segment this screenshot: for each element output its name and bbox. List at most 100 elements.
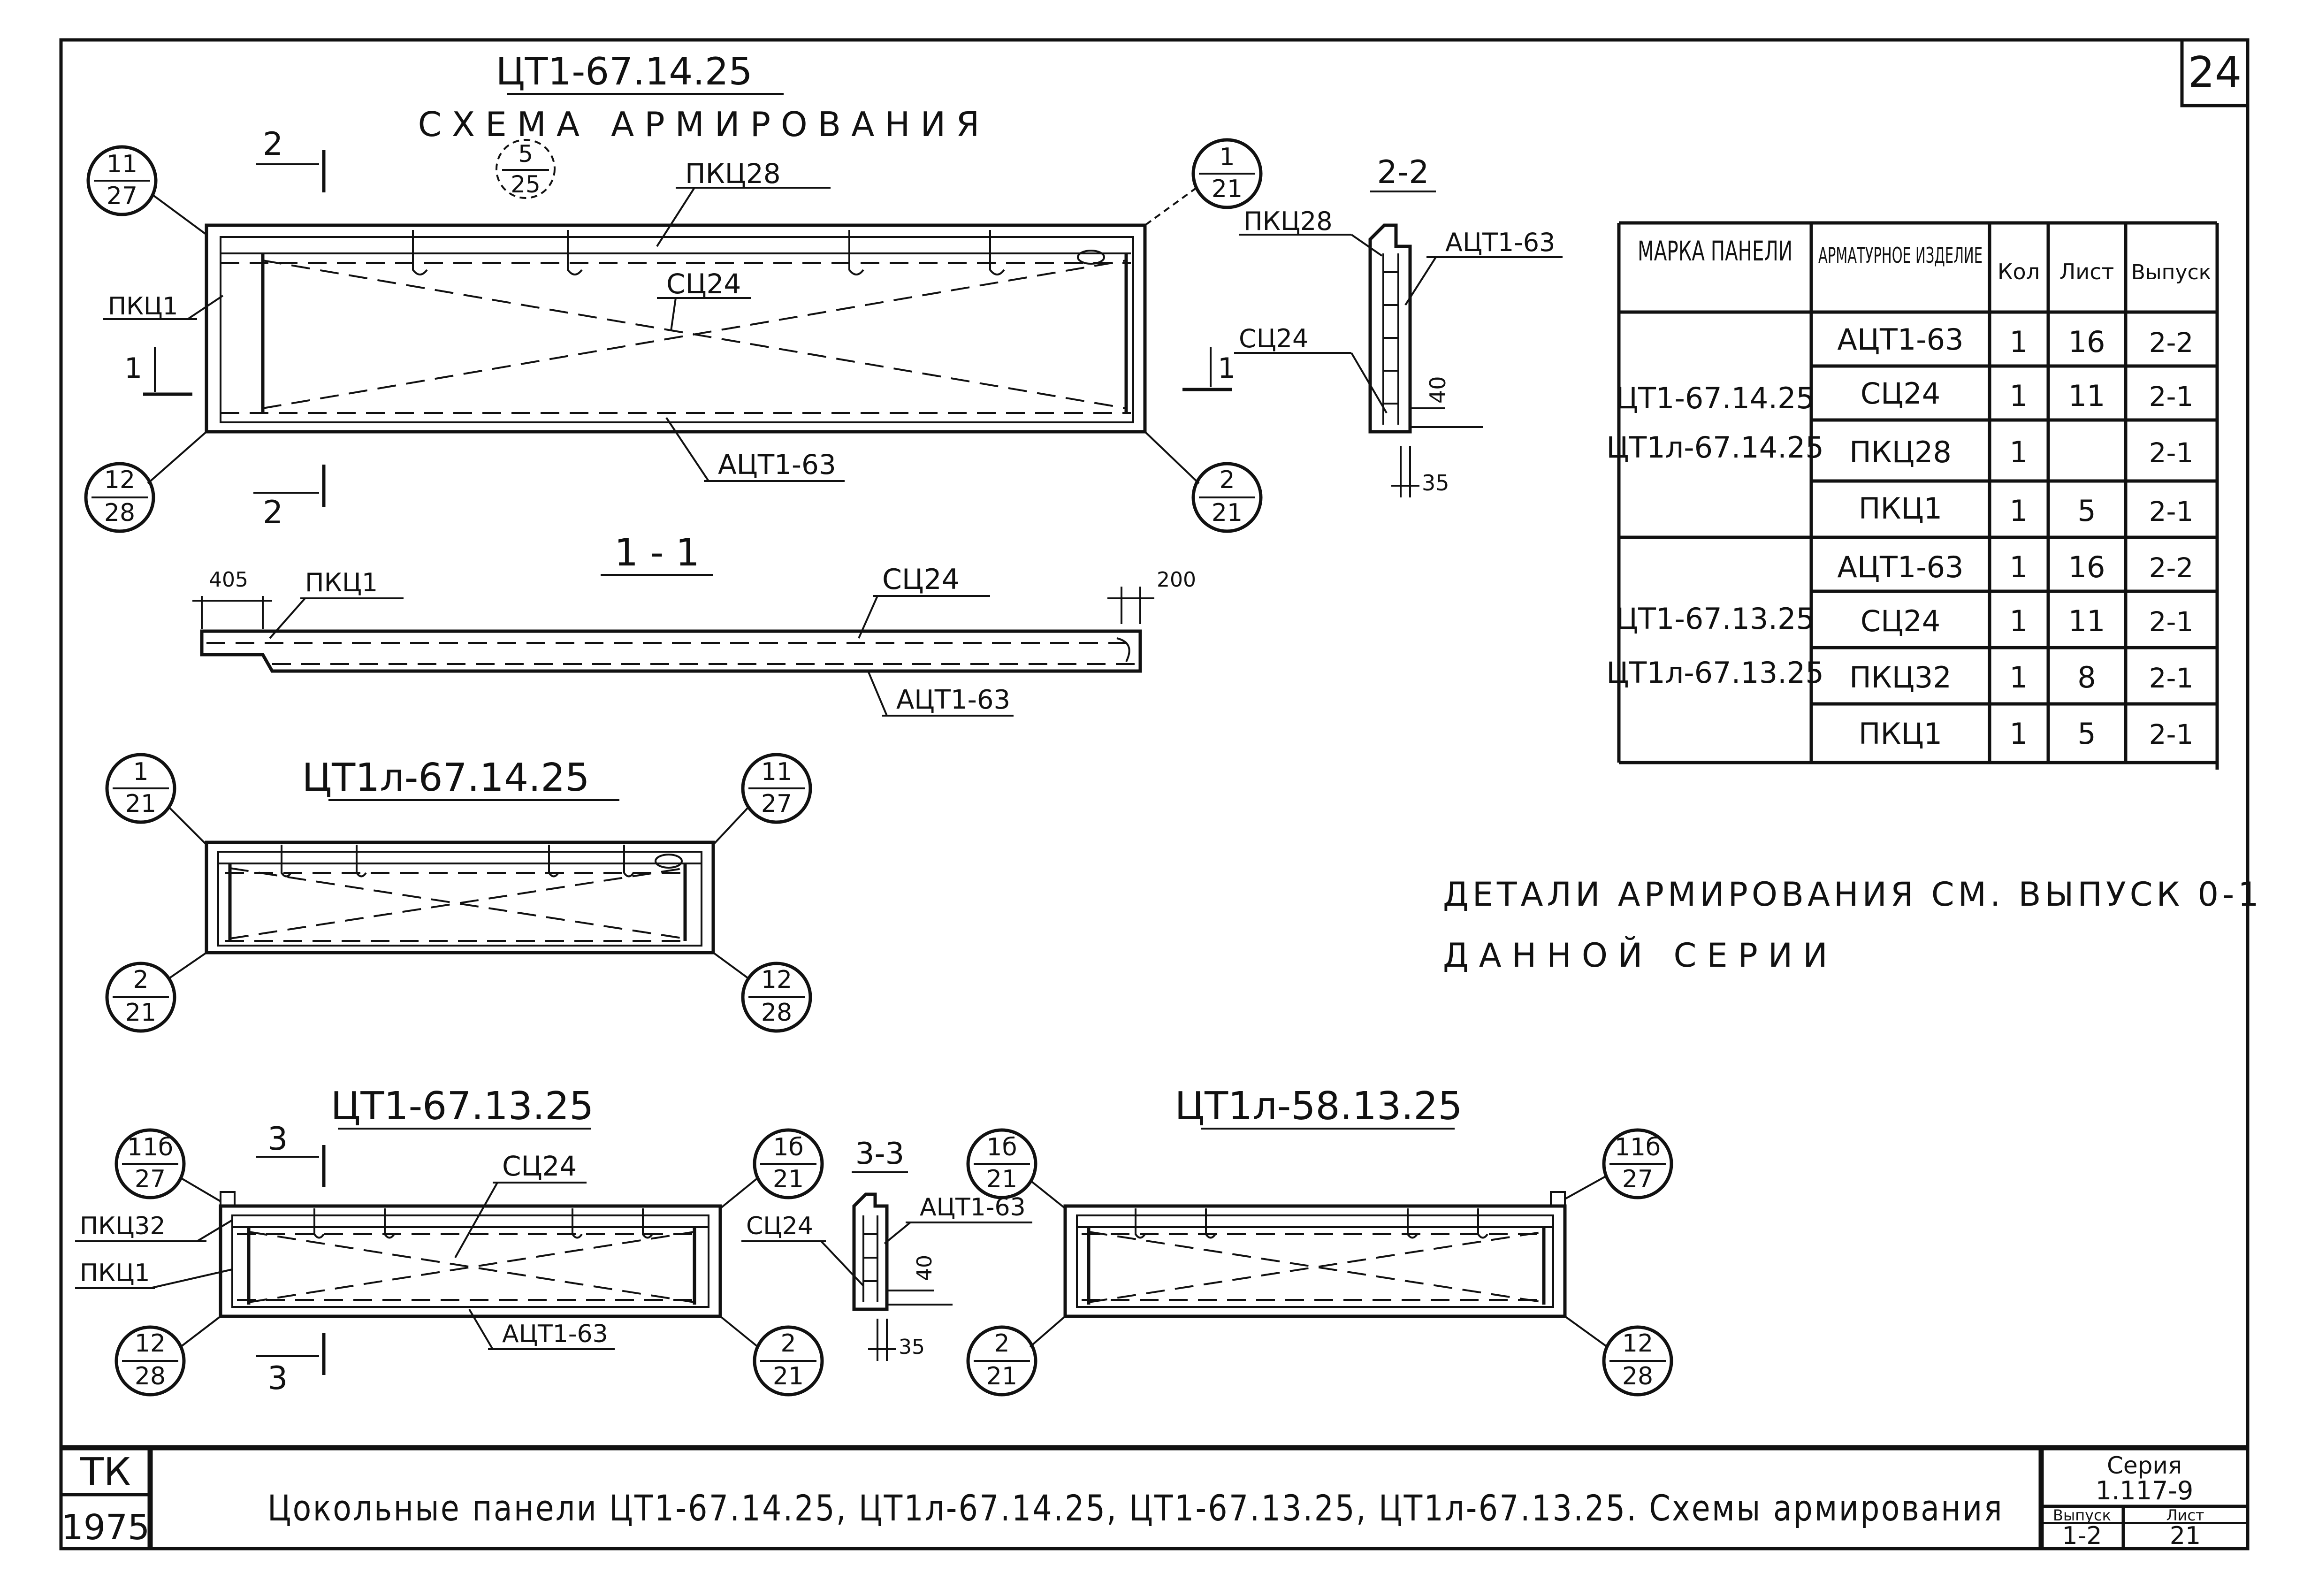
callout-58-bottom-right: 12 28 (1564, 1315, 1673, 1397)
section-2-2: 2-2 ПКЦ28 АЦТ1-63 СЦ24 40 35 (1234, 154, 1563, 497)
svg-text:3: 3 (267, 1360, 288, 1397)
svg-text:ЦТ1-67.13.25: ЦТ1-67.13.25 (331, 1084, 594, 1129)
svg-text:2-1: 2-1 (2149, 437, 2194, 469)
svg-text:28: 28 (761, 999, 792, 1027)
svg-text:12: 12 (761, 966, 792, 994)
svg-text:27: 27 (1622, 1165, 1653, 1193)
table-header-issue: Выпуск (2131, 260, 2212, 284)
sheet-number: 24 (2188, 48, 2242, 97)
svg-text:СЦ24: СЦ24 (746, 1212, 813, 1240)
svg-text:2-1: 2-1 (2149, 662, 2194, 694)
callout-14l-bottom-right: 12 28 (712, 952, 812, 1033)
svg-text:2: 2 (133, 966, 148, 994)
table-header-panel: МАРКА ПАНЕЛИ (1638, 235, 1792, 267)
series-value: 1.117-9 (2096, 1476, 2193, 1505)
title-block-org: ТК (80, 1450, 131, 1495)
svg-text:ПКЦ28: ПКЦ28 (1849, 435, 1952, 469)
svg-text:2-2: 2-2 (1377, 154, 1429, 191)
callout-13-bottom-right: 2 21 (719, 1315, 824, 1397)
table-header-item: АРМАТУРНОЕ ИЗДЕЛИЕ (1818, 243, 1983, 268)
svg-text:1: 1 (2009, 660, 2028, 695)
reinforcement-table: МАРКА ПАНЕЛИ АРМАТУРНОЕ ИЗДЕЛИЕ Кол Лист… (1606, 221, 2219, 770)
svg-text:21: 21 (1212, 499, 1243, 527)
svg-text:12: 12 (104, 466, 135, 494)
svg-text:12: 12 (135, 1329, 166, 1358)
issue-value: 1-2 (2062, 1522, 2102, 1550)
svg-text:27: 27 (135, 1165, 166, 1193)
svg-text:1: 1 (2009, 435, 2028, 469)
callout-13-top-left: 11б 27 (114, 1128, 221, 1202)
sheet-number-box (2180, 38, 2250, 107)
label-pkc1: ПКЦ1 (108, 292, 178, 321)
view-14l: ЦТ1л-67.14.25 1 21 11 27 (105, 753, 812, 1033)
svg-text:16: 16 (2068, 325, 2105, 359)
svg-text:ЦТ1л-67.14.25: ЦТ1л-67.14.25 (302, 756, 589, 800)
callout-main-top-left: 11 27 (86, 145, 207, 236)
callout-13-top-right: 1б 21 (719, 1128, 824, 1209)
svg-text:1б: 1б (986, 1133, 1017, 1161)
svg-text:1: 1 (2009, 604, 2028, 638)
svg-text:2: 2 (780, 1329, 796, 1358)
svg-text:СЦ24: СЦ24 (1861, 376, 1940, 411)
callout-main-bottom-left: 12 28 (84, 431, 207, 533)
svg-text:5: 5 (518, 140, 533, 168)
main-view-mark: ЦТ1-67.14.25 (496, 50, 753, 93)
svg-text:2-2: 2-2 (2149, 552, 2194, 584)
svg-text:21: 21 (1212, 175, 1243, 203)
svg-text:2: 2 (994, 1329, 1009, 1358)
svg-text:1: 1 (2009, 325, 2028, 359)
label-sc24: СЦ24 (666, 268, 741, 300)
svg-text:1: 1 (1218, 352, 1236, 385)
sheet-label: Лист (2166, 1506, 2204, 1524)
svg-text:1: 1 (133, 758, 148, 786)
section-1-1: 1 - 1 405 ПКЦ1 СЦ24 200 АЦТ1-63 (192, 531, 1196, 717)
svg-text:1: 1 (124, 352, 142, 385)
svg-text:АЦТ1-63: АЦТ1-63 (502, 1320, 608, 1348)
svg-text:1: 1 (2009, 550, 2028, 584)
svg-text:ПКЦ1: ПКЦ1 (80, 1259, 150, 1287)
svg-text:28: 28 (135, 1362, 166, 1390)
svg-text:ЦТ1л-67.13.25: ЦТ1л-67.13.25 (1606, 656, 1824, 690)
svg-text:12: 12 (1622, 1329, 1653, 1358)
svg-text:2-1: 2-1 (2149, 606, 2194, 638)
series-label: Серия (2107, 1452, 2182, 1479)
note-line-1: ДЕТАЛИ АРМИРОВАНИЯ СМ. ВЫПУСК 0-1 (1443, 875, 2263, 914)
svg-text:СЦ24: СЦ24 (1861, 604, 1940, 638)
main-view-title: СХЕМА АРМИРОВАНИЯ (418, 105, 990, 144)
svg-text:ПКЦ32: ПКЦ32 (80, 1212, 166, 1240)
svg-text:2-1: 2-1 (2149, 496, 2194, 527)
svg-text:1: 1 (2009, 494, 2028, 528)
issue-label: Выпуск (2053, 1506, 2111, 1524)
svg-text:ЦТ1л-67.14.25: ЦТ1л-67.14.25 (1606, 430, 1824, 465)
svg-text:ЦТ1-67.13.25: ЦТ1-67.13.25 (1616, 602, 1815, 636)
svg-text:40: 40 (1425, 376, 1450, 404)
label-pkc28: ПКЦ28 (685, 158, 781, 190)
label-acz: АЦТ1-63 (718, 449, 836, 481)
view-13: ЦТ1-67.13.25 СЦ24 ПКЦ32 ПКЦ1 АЦТ1-63 3 3 (75, 1084, 824, 1397)
svg-text:11б: 11б (1615, 1133, 1661, 1161)
svg-text:3-3: 3-3 (855, 1137, 905, 1171)
svg-text:ЦТ1л-58.13.25: ЦТ1л-58.13.25 (1175, 1084, 1462, 1129)
svg-text:АЦТ1-63: АЦТ1-63 (1445, 228, 1555, 257)
svg-text:ПКЦ32: ПКЦ32 (1849, 660, 1952, 695)
callout-58-top-right: 11б 27 (1564, 1128, 1673, 1200)
svg-text:ПКЦ1: ПКЦ1 (305, 568, 378, 597)
svg-text:АЦТ1-63: АЦТ1-63 (1837, 550, 1963, 584)
note-line-2: ДАННОЙ СЕРИИ (1443, 936, 1838, 975)
svg-text:21: 21 (125, 999, 156, 1027)
svg-text:АЦТ1-63: АЦТ1-63 (1837, 322, 1963, 357)
svg-text:28: 28 (104, 499, 135, 527)
svg-text:СЦ24: СЦ24 (502, 1150, 577, 1182)
svg-text:СЦ24: СЦ24 (882, 563, 960, 596)
callout-58-bottom-left: 2 21 (966, 1315, 1066, 1397)
view-58: ЦТ1л-58.13.25 1б 21 11б 27 (966, 1084, 1673, 1397)
svg-text:21: 21 (986, 1362, 1017, 1390)
callout-58-top-left: 1б 21 (966, 1128, 1066, 1209)
svg-text:1: 1 (2009, 379, 2028, 413)
title-block: ТК 1975 Цокольные панели ЦТ1-67.14.25, Ц… (61, 1445, 2248, 1550)
callout-main-top-right: 1 21 (1144, 138, 1263, 226)
callout-14l-top-left: 1 21 (105, 753, 207, 846)
svg-text:21: 21 (125, 790, 156, 818)
svg-text:35: 35 (899, 1335, 925, 1359)
